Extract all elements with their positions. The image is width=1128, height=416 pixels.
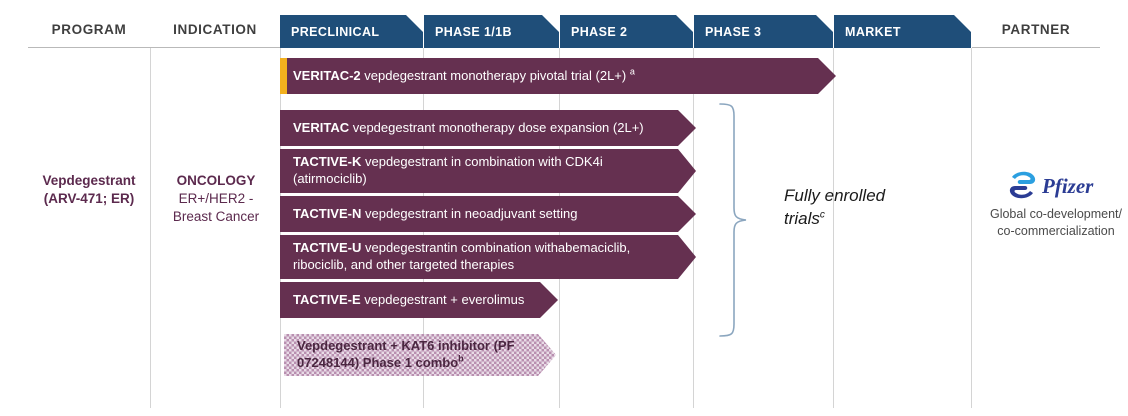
partner-text-line1: Global co-development/	[989, 207, 1123, 221]
divider-program-indication	[150, 48, 151, 408]
pipeline-bar-veritac-2-footnote: a	[629, 66, 635, 77]
pipeline-bar-kat6-combo-text: Vepdegestrant + KAT6 inhibitor (PF 07248…	[297, 338, 515, 370]
pipeline-bar-kat6-combo-footnote: b	[458, 353, 464, 364]
pipeline-bar-kat6-combo-label: Vepdegestrant + KAT6 inhibitor (PF 07248…	[297, 338, 530, 371]
phase-header-preclinical: PRECLINICAL	[280, 15, 423, 48]
column-header-partner-label: PARTNER	[1001, 22, 1071, 37]
column-header-program: PROGRAM	[28, 22, 150, 37]
fully-enrolled-line2-wrap: trialsc	[784, 208, 934, 231]
pipeline-bar-tactive-u-label: TACTIVE-U vepdegestrantin combination wi…	[293, 240, 670, 273]
pipeline-bar-tactive-u-code: TACTIVE-U	[293, 240, 362, 256]
pipeline-bar-veritac-code: VERITAC	[293, 119, 350, 135]
pfizer-logo: Pfizer	[1009, 171, 1094, 199]
fully-enrolled-line1: Fully enrolled	[784, 186, 886, 205]
fully-enrolled-label: Fully enrolled trialsc	[784, 185, 934, 231]
pipeline-bar-veritac-2[interactable]: VERITAC-2 vepdegestrant monotherapy pivo…	[280, 58, 836, 94]
column-header-partner: PARTNER	[971, 22, 1101, 37]
pfizer-wordmark: Pfizer	[1041, 174, 1094, 198]
header-underline-program	[28, 47, 280, 48]
phase-header-phase1-label: PHASE 1/1B	[435, 24, 512, 39]
fully-enrolled-footnote: c	[819, 209, 825, 221]
pipeline-bar-veritac-desc: vepdegestrant monotherapy dose expansion…	[349, 119, 644, 135]
pipeline-bar-tactive-k[interactable]: TACTIVE-K vepdegestrant in combination w…	[280, 149, 696, 193]
phase-header-phase2-label: PHASE 2	[571, 24, 628, 39]
fully-enrolled-brace	[719, 103, 747, 337]
pipeline-bar-tactive-k-code: TACTIVE-K	[293, 154, 362, 170]
pipeline-bar-tactive-u[interactable]: TACTIVE-U vepdegestrantin combination wi…	[280, 235, 696, 279]
header-underline-partner	[972, 47, 1100, 48]
pipeline-bar-kat6-combo[interactable]: Vepdegestrant + KAT6 inhibitor (PF 07248…	[284, 334, 556, 376]
pipeline-bar-veritac-label: VERITAC vepdegestrant monotherapy dose e…	[293, 120, 644, 137]
divider-phase3-market	[833, 48, 834, 408]
pipeline-bar-tactive-n-desc: vepdegestrant in neoadjuvant setting	[361, 205, 578, 221]
indication-sub-line2: Breast Cancer	[172, 208, 260, 224]
phase-header-preclinical-label: PRECLINICAL	[291, 24, 380, 39]
indication-cell: ONCOLOGY ER+/HER2 - Breast Cancer	[152, 172, 280, 225]
pipeline-bar-veritac-2-label: VERITAC-2 vepdegestrant monotherapy pivo…	[293, 68, 635, 85]
pipeline-bar-tactive-k-desc: vepdegestrant in combination with CDK4i …	[293, 154, 603, 186]
accent-stripe-veritac-2	[280, 58, 287, 94]
pipeline-bar-veritac[interactable]: VERITAC vepdegestrant monotherapy dose e…	[280, 110, 696, 146]
pipeline-bar-tactive-u-desc: vepdegestrantin combination withabemacic…	[293, 240, 631, 272]
column-header-indication-label: INDICATION	[173, 22, 257, 37]
pipeline-bar-tactive-e-label: TACTIVE-E vepdegestrant + everolimus	[293, 292, 524, 309]
partner-text-line2: co-commercialization	[997, 224, 1115, 239]
phase-header-phase2: PHASE 2	[560, 15, 693, 48]
pipeline-bar-tactive-n[interactable]: TACTIVE-N vepdegestrant in neoadjuvant s…	[280, 196, 696, 232]
phase-header-phase1: PHASE 1/1B	[424, 15, 559, 48]
program-cell: Vepdegestrant (ARV-471; ER)	[28, 172, 150, 208]
column-header-indication: INDICATION	[150, 22, 280, 37]
pipeline-bar-veritac-2-desc: vepdegestrant monotherapy pivotal trial …	[360, 67, 630, 83]
pipeline-bar-veritac-2-code: VERITAC-2	[293, 67, 361, 83]
pipeline-bar-tactive-e[interactable]: TACTIVE-E vepdegestrant + everolimus	[280, 282, 558, 318]
pipeline-bar-tactive-n-code: TACTIVE-N	[293, 205, 362, 221]
phase-header-phase3: PHASE 3	[694, 15, 833, 48]
program-name-line1: Vepdegestrant	[42, 173, 136, 188]
partner-cell: Pfizer Global co-development/ co-commerc…	[972, 168, 1128, 241]
phase-header-phase3-label: PHASE 3	[705, 24, 762, 39]
fully-enrolled-line2: trials	[784, 208, 820, 228]
pipeline-bar-tactive-e-code: TACTIVE-E	[293, 291, 361, 307]
phase-header-market: MARKET	[834, 15, 971, 48]
pipeline-bar-tactive-k-label: TACTIVE-K vepdegestrant in combination w…	[293, 154, 670, 187]
divider-phase2-phase3	[693, 48, 694, 408]
indication-title: ONCOLOGY	[176, 173, 256, 188]
column-header-program-label: PROGRAM	[51, 22, 127, 37]
divider-market-partner	[971, 48, 972, 408]
partner-description: Global co-development/ co-commercializat…	[972, 206, 1128, 241]
indication-sub-line1: ER+/HER2 -	[178, 190, 254, 206]
phase-header-market-label: MARKET	[845, 24, 901, 39]
program-name-line2: (ARV-471; ER)	[43, 190, 135, 206]
pipeline-bar-tactive-n-label: TACTIVE-N vepdegestrant in neoadjuvant s…	[293, 206, 577, 223]
pipeline-bar-tactive-e-desc: vepdegestrant + everolimus	[360, 291, 525, 307]
